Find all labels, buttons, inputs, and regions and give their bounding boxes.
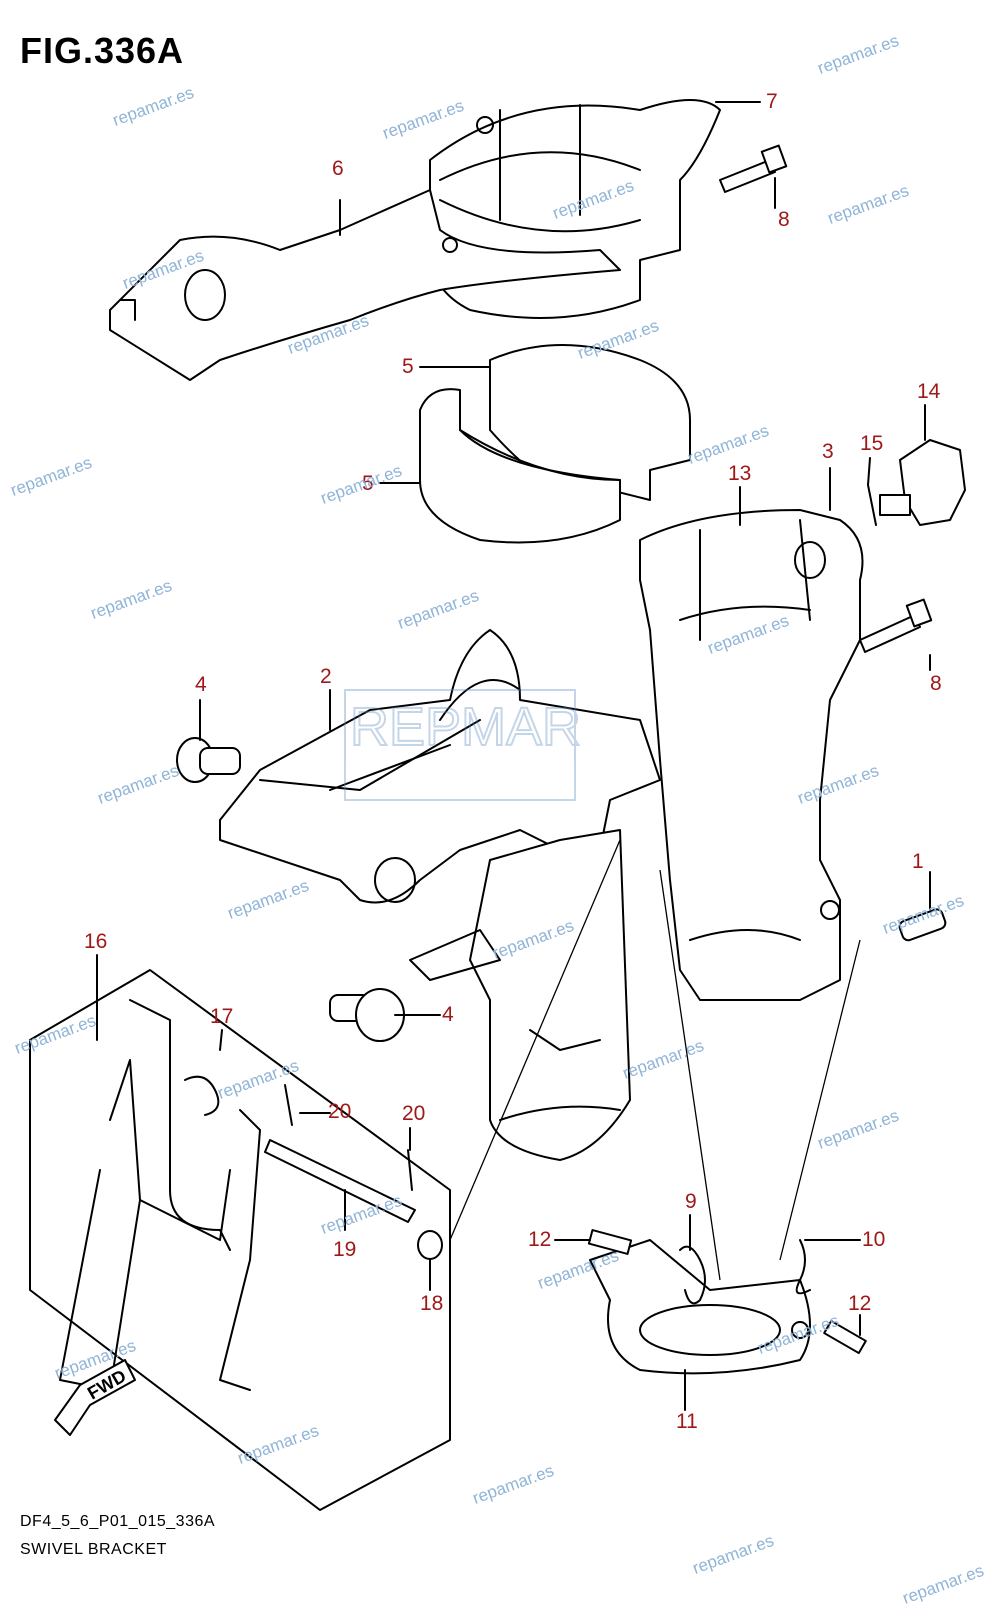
callout-15: 15 [860,432,884,455]
footer-code: DF4_5_6_P01_015_336A [20,1513,216,1530]
part-14-knob [879,439,966,526]
fwd-arrow-icon [54,1359,136,1436]
clamp-bracket-leg [409,829,631,1161]
callout-5-upper: 5 [402,355,414,378]
callout-18: 18 [420,1292,444,1315]
figure-title: FIG.336A [20,30,185,71]
repmar-logo: REPMAR [344,689,582,801]
callout-6: 6 [332,157,344,180]
callout-8-lower: 8 [930,672,942,695]
callout-9: 9 [685,1190,697,1213]
part-1-fitting [898,908,947,942]
leader-lines [96,101,931,1411]
callout-7: 7 [766,90,778,113]
callout-5-lower: 5 [362,472,374,495]
part-20-pin-left [284,1084,293,1126]
part-18-washer [417,1230,443,1260]
callout-14: 14 [917,380,941,403]
callout-16: 16 [84,930,108,953]
repmar-logo-text: REPMAR [350,697,581,757]
callout-17: 17 [210,1005,234,1028]
part-16-tilt-group [29,969,451,1511]
part-12-bolt-lower [823,1319,867,1355]
part-6-tiller-arm [109,189,621,381]
callout-8-upper: 8 [778,208,790,231]
callout-12-lower: 12 [848,1292,872,1315]
callout-12-upper: 12 [528,1228,552,1251]
callout-2: 2 [320,665,332,688]
part-8-bolt-lower [859,598,933,653]
part-20-pin-right [407,1149,413,1191]
part-3-swivel-body [639,509,864,1001]
callout-1: 1 [912,850,924,873]
callout-20-right: 20 [402,1102,426,1125]
footer-name: SWIVEL BRACKET [20,1541,167,1558]
callout-4-lower: 4 [442,1003,454,1026]
callout-19: 19 [333,1238,357,1261]
callout-4-upper: 4 [195,673,207,696]
callout-20-left: 20 [328,1100,352,1123]
callout-3: 3 [822,440,834,463]
part-2-clamp-top [219,629,661,904]
part-4-bushing-upper [176,737,241,783]
callout-10: 10 [862,1228,886,1251]
callout-13: 13 [728,462,752,485]
part-11-lower-bushing [589,1239,811,1375]
part-15-pin [867,484,877,526]
part-10-spring [795,1239,811,1295]
part-12-bolt-upper [587,1229,633,1255]
part-4-bushing-lower [329,988,405,1042]
callout-11: 11 [676,1410,698,1433]
part-19-shaft [264,1139,416,1223]
part-8-bolt-upper [719,144,788,193]
guide-lines [449,839,861,1281]
part-5-liners [419,344,691,544]
